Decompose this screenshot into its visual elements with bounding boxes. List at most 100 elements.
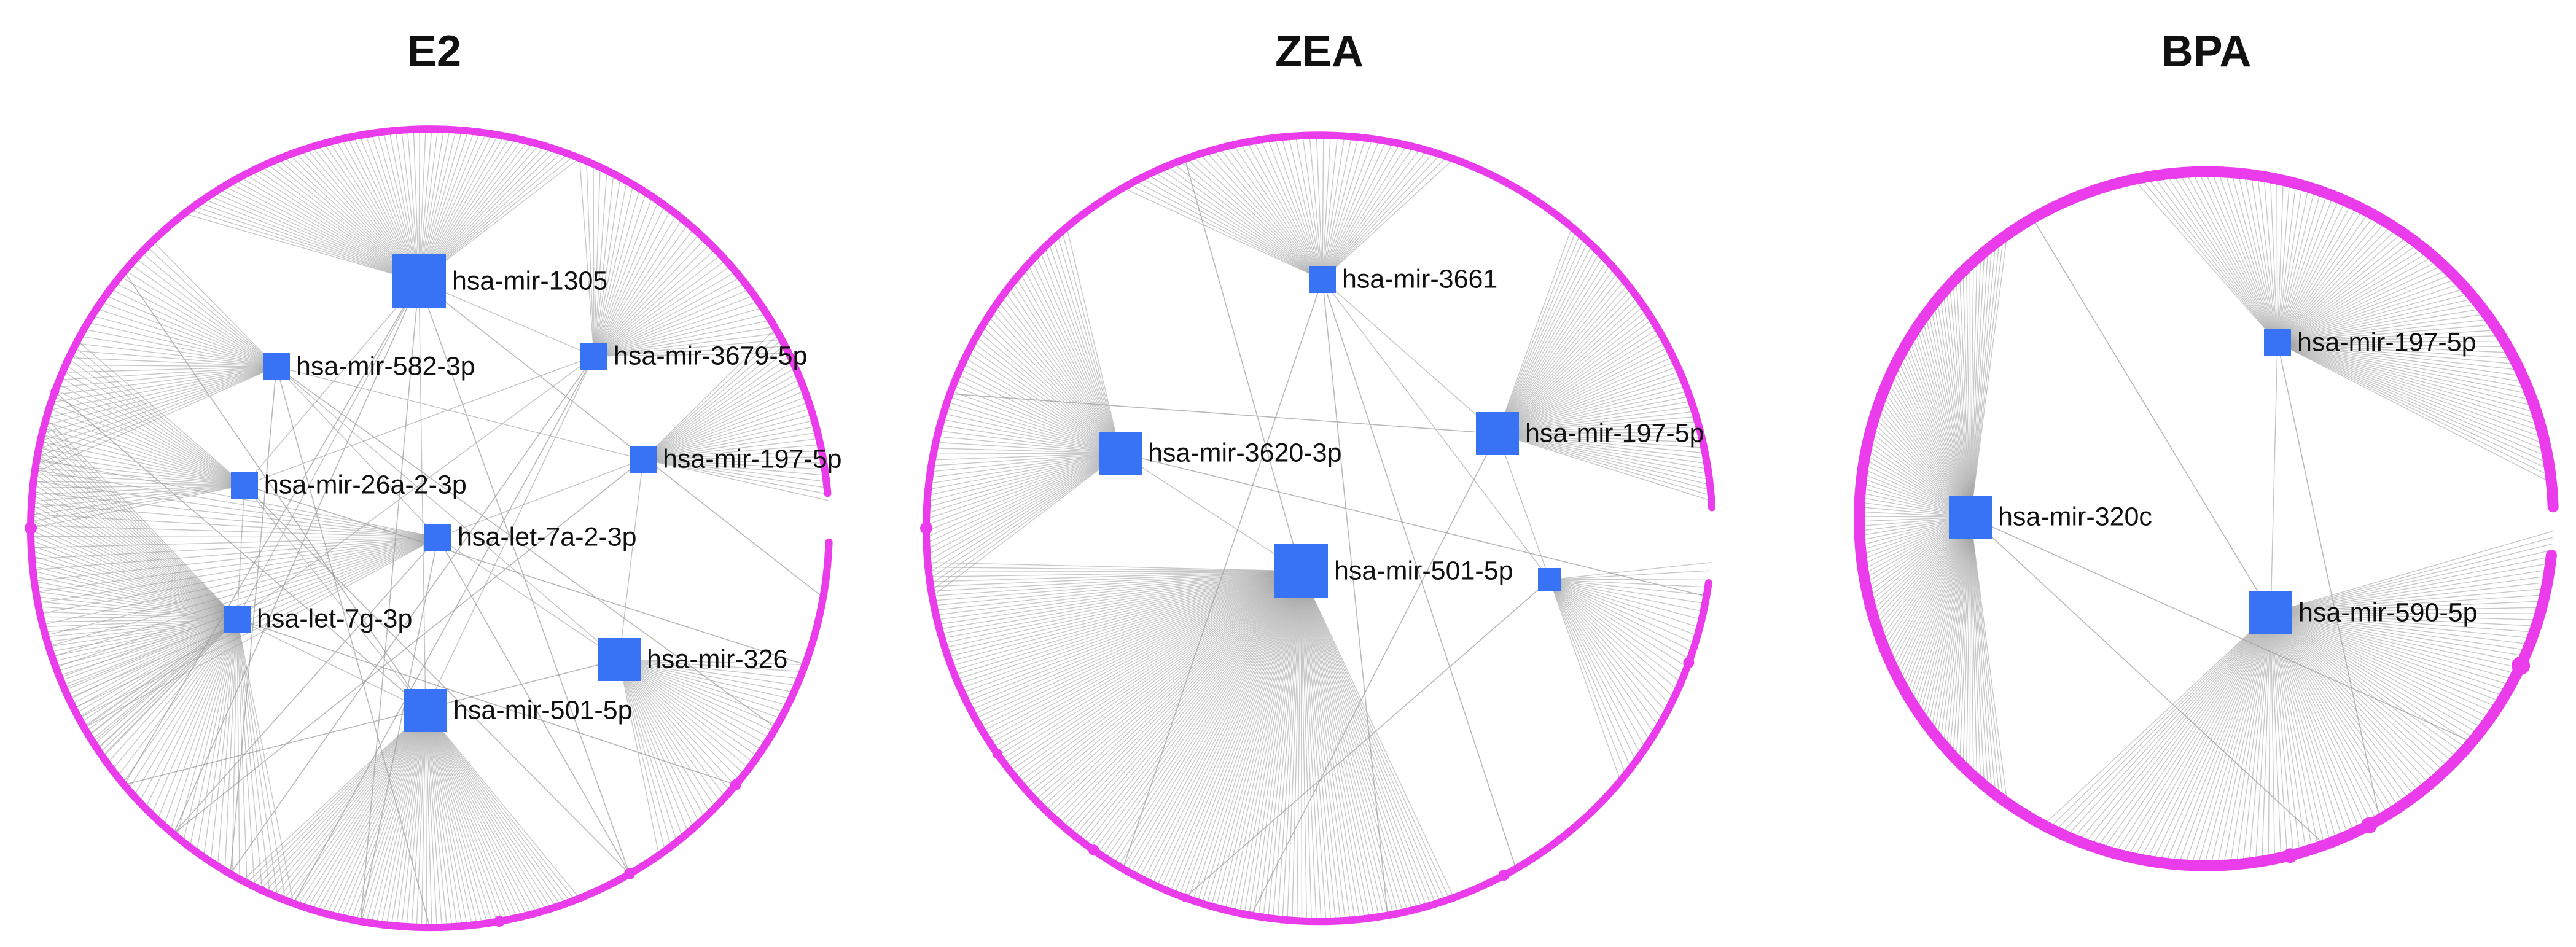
edge <box>928 453 1121 484</box>
edge <box>1160 168 1323 280</box>
edge <box>593 233 700 357</box>
edge <box>1970 246 1992 518</box>
edge <box>1970 243 1996 518</box>
edge <box>642 384 803 460</box>
edge <box>1052 571 1302 817</box>
edge <box>1322 136 1345 280</box>
edge <box>37 537 439 604</box>
edge <box>968 571 1302 706</box>
panel-bpa: BPA hsa-mir-197-5phsa-mir-320chsa-mir-59… <box>1854 27 2559 871</box>
edge <box>236 485 245 620</box>
edge <box>2270 612 2463 754</box>
edge <box>92 315 277 367</box>
edge <box>1185 158 1323 280</box>
edge <box>1497 314 1650 434</box>
edge <box>619 659 721 803</box>
edge <box>1497 361 1676 434</box>
edge <box>120 276 277 367</box>
edge <box>78 537 439 719</box>
edge <box>1023 268 1121 454</box>
edge <box>619 659 794 693</box>
edge <box>297 710 426 905</box>
edge <box>1093 571 1302 851</box>
edge <box>283 710 426 900</box>
edge <box>938 571 1302 625</box>
edge <box>1927 516 1971 727</box>
edge <box>54 391 426 711</box>
gene-node <box>624 868 635 879</box>
edge <box>79 335 277 367</box>
edge <box>619 659 731 792</box>
edge <box>1965 516 1971 770</box>
edge <box>1166 165 1323 280</box>
edge <box>1970 516 1978 780</box>
edge <box>985 321 1121 454</box>
edge <box>1300 571 1432 905</box>
edge <box>2277 342 2531 395</box>
edge <box>997 301 1121 454</box>
edge <box>2270 612 2540 614</box>
edge <box>34 537 439 582</box>
edge <box>1893 516 1971 670</box>
edge <box>1970 516 2325 846</box>
edge <box>36 537 439 593</box>
edge <box>1322 148 1421 280</box>
edge <box>40 366 277 442</box>
edge <box>1015 277 1121 454</box>
edge <box>2270 612 2491 719</box>
edge <box>33 485 245 489</box>
edge <box>2277 185 2303 343</box>
edge <box>1322 144 1407 280</box>
edge <box>1015 571 1302 779</box>
edge <box>932 571 1302 597</box>
edge <box>1497 305 1644 434</box>
edge <box>1288 136 1323 280</box>
edge <box>2277 342 2548 458</box>
edge <box>1157 571 1302 887</box>
edge <box>2270 612 2505 697</box>
edge <box>1263 571 1302 918</box>
edge <box>593 313 767 357</box>
edge <box>1497 433 1708 470</box>
edge <box>425 710 523 917</box>
edge <box>1497 406 1693 434</box>
gene-node <box>2361 817 2378 833</box>
edge <box>1962 516 1971 767</box>
edge <box>927 453 1121 502</box>
edge <box>1549 579 1706 604</box>
edge <box>1497 271 1618 434</box>
edge <box>1949 285 1971 518</box>
edge <box>1497 301 1641 434</box>
edge <box>2121 612 2271 856</box>
edge <box>642 356 791 460</box>
edge <box>36 462 238 620</box>
edge <box>244 356 595 486</box>
edge <box>1300 571 1346 921</box>
edge <box>1970 258 1978 518</box>
edge <box>1300 571 1418 910</box>
edge <box>1322 154 1441 280</box>
edge <box>929 571 1302 582</box>
edge <box>1035 571 1302 801</box>
edge <box>927 453 1121 556</box>
edge <box>2277 184 2297 343</box>
edge <box>1161 571 1302 889</box>
edge <box>47 415 245 486</box>
edge <box>1937 299 1971 518</box>
edge <box>1937 516 1971 739</box>
edge <box>2270 612 2405 805</box>
edge <box>64 537 439 688</box>
mirna-label: hsa-mir-590-5p <box>2298 598 2478 627</box>
edge <box>953 384 1121 454</box>
edge <box>77 340 245 486</box>
edge <box>236 618 263 890</box>
edge <box>34 473 238 620</box>
edge <box>1549 579 1626 775</box>
edge <box>1891 372 1971 518</box>
edge <box>2277 342 2526 383</box>
edge <box>1300 571 1303 921</box>
edge <box>336 710 426 917</box>
edge <box>1549 579 1690 660</box>
edge <box>1970 516 1981 783</box>
edge <box>1497 284 1628 434</box>
